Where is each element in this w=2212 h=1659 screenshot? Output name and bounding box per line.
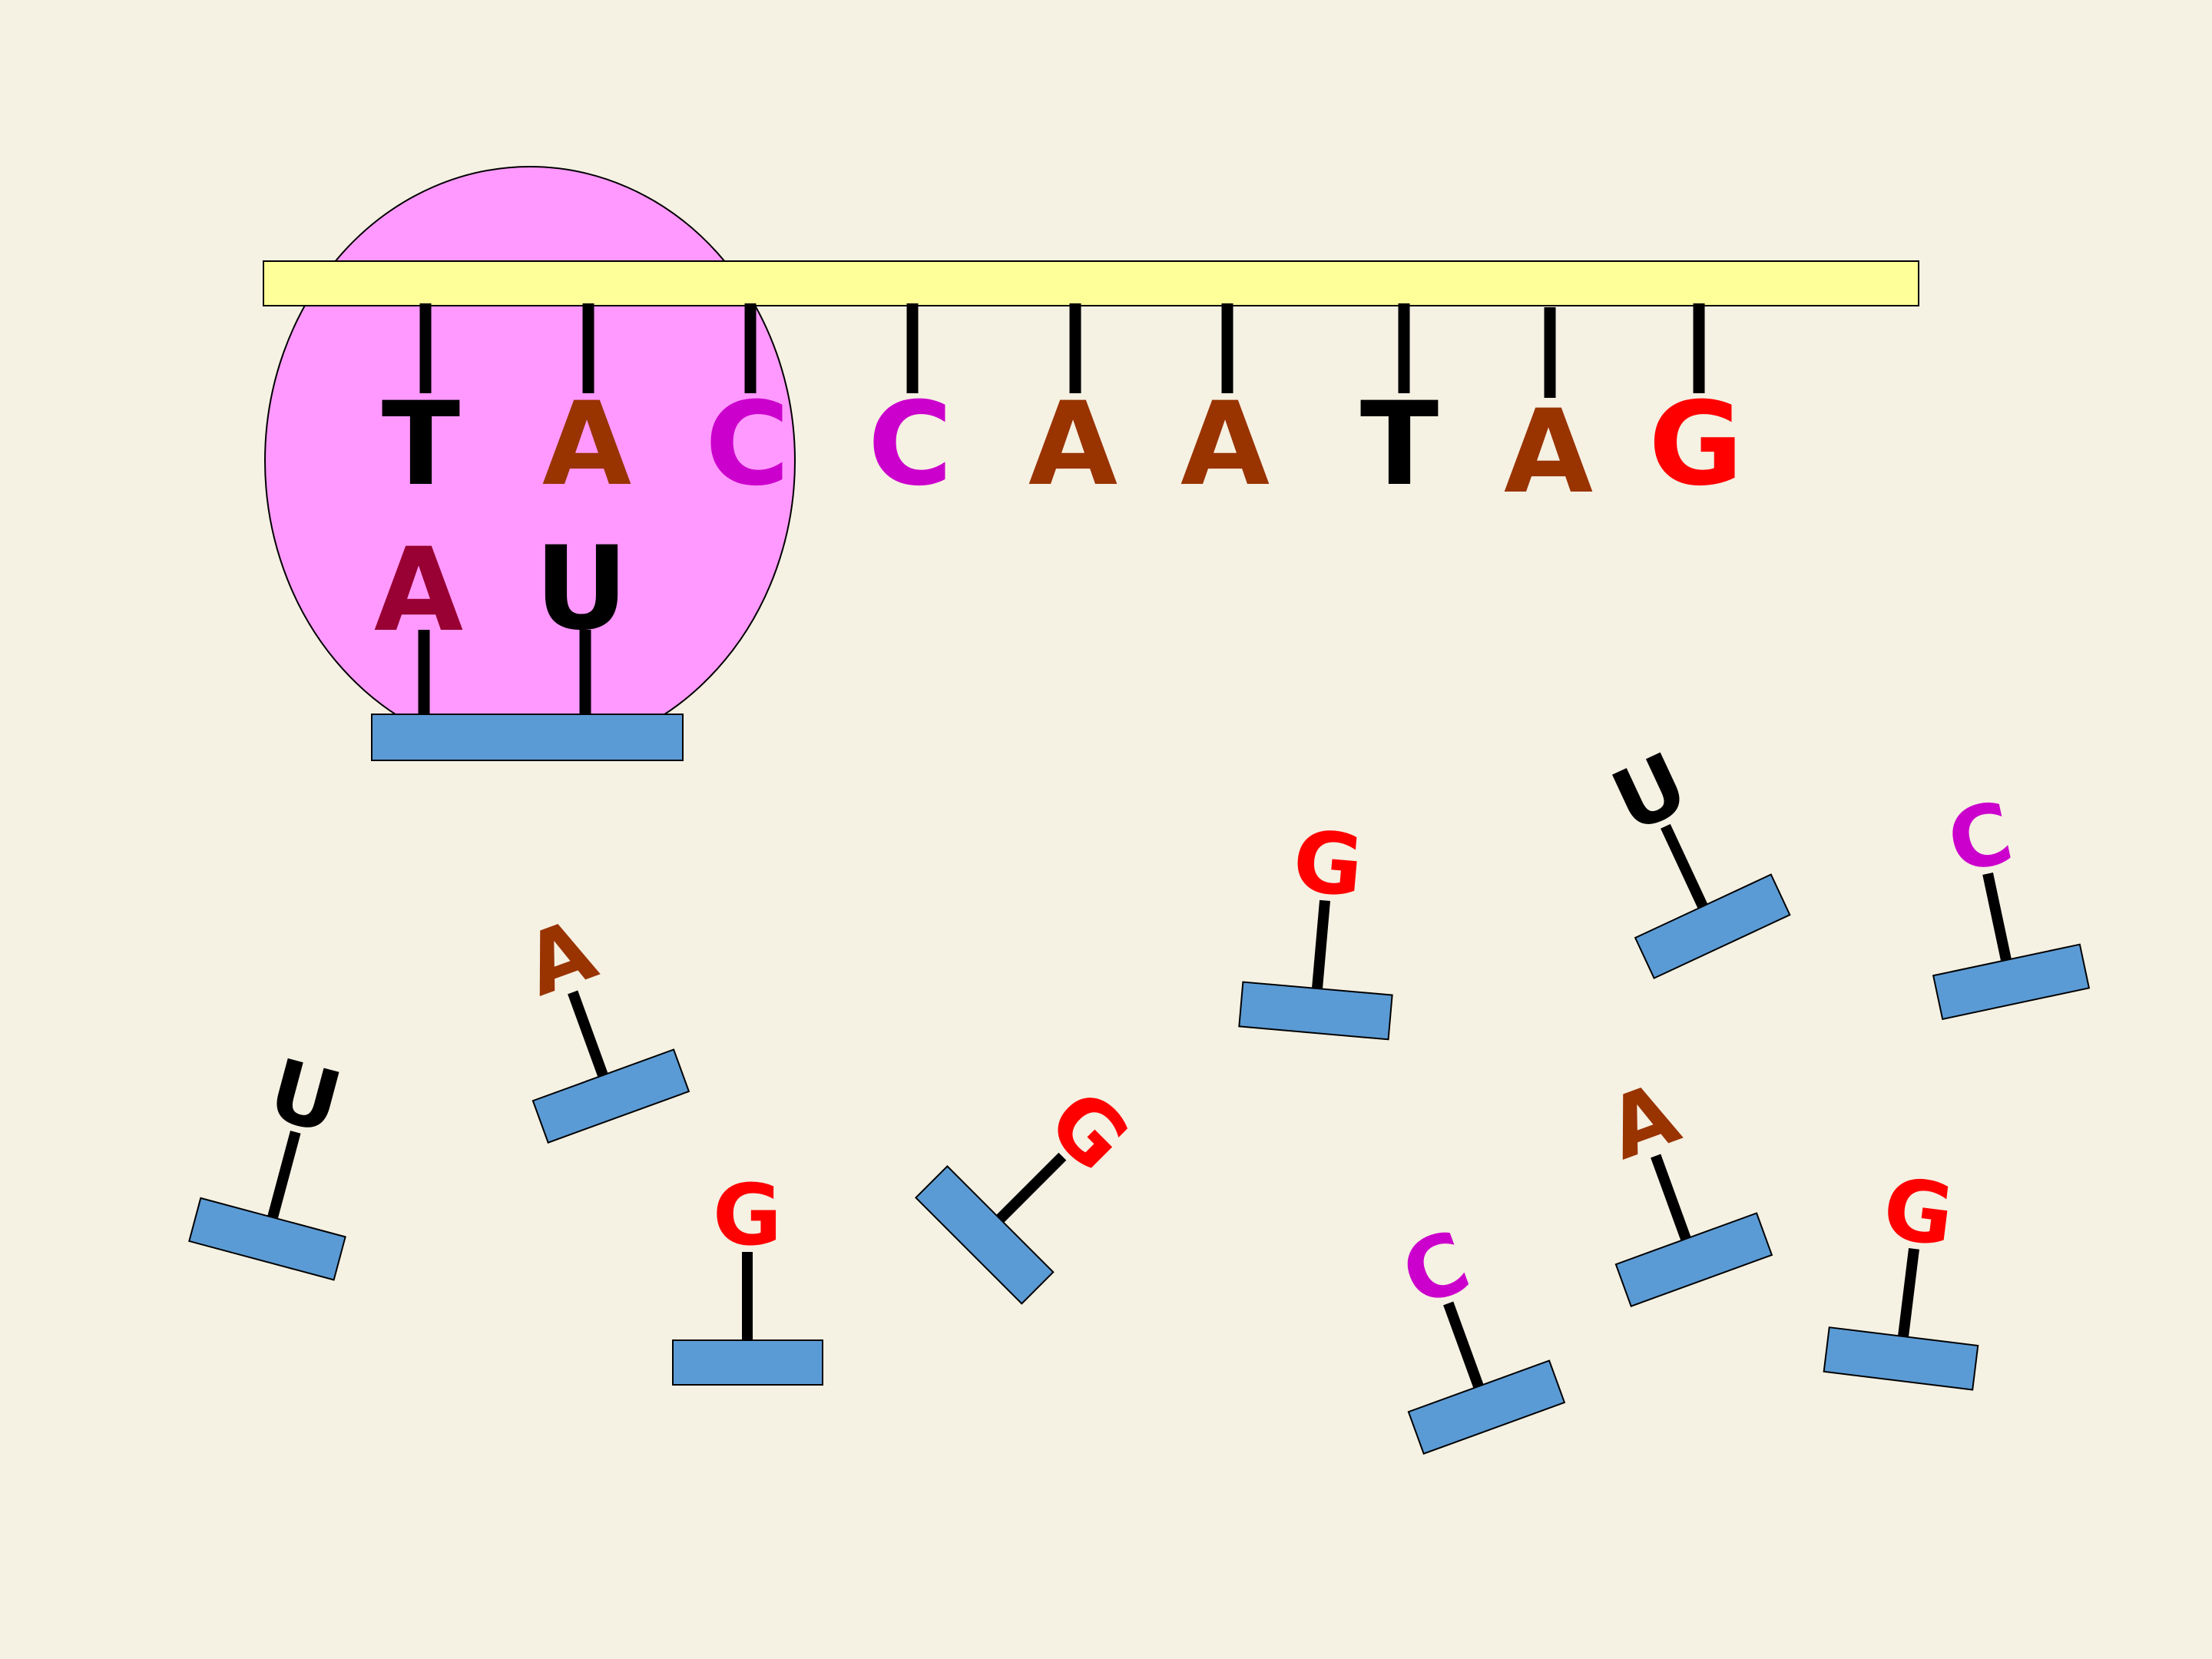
template-base-7: T	[1360, 378, 1439, 512]
free-nucleotide: C	[1389, 1212, 1566, 1455]
template-letters: T A C C A A T A G	[382, 378, 1743, 519]
sugar-block	[1614, 1212, 1773, 1307]
sugar-block	[914, 1164, 1055, 1305]
free-nucleotide: G	[672, 1166, 823, 1386]
sugar-block	[1634, 873, 1791, 979]
free-base-letter: C	[1389, 1212, 1482, 1326]
sugar-block	[531, 1048, 690, 1144]
template-base-1: T	[382, 378, 460, 512]
template-base-5: A	[1028, 378, 1118, 512]
free-nucleotides: A U G G G U	[188, 733, 2091, 1455]
template-base-8: A	[1504, 386, 1593, 519]
stem	[1982, 873, 2012, 962]
free-base-letter: U	[259, 1040, 350, 1153]
free-base-letter: U	[1598, 733, 1702, 852]
sugar-block	[188, 1197, 346, 1281]
stem	[267, 1131, 301, 1219]
template-stems	[419, 303, 1705, 398]
template-base-9: G	[1648, 378, 1743, 512]
sugar-block	[1238, 981, 1393, 1041]
free-base-letter: G	[713, 1166, 782, 1264]
free-nucleotide: U	[1598, 733, 1791, 979]
sugar-block	[1823, 1326, 1979, 1391]
sugar-block	[1932, 943, 2091, 1021]
free-nucleotide: G	[1823, 1159, 1979, 1391]
free-base-letter: A	[1595, 1064, 1690, 1178]
free-nucleotide: A	[1595, 1064, 1773, 1307]
free-nucleotide: G	[1238, 812, 1393, 1041]
free-nucleotide: G	[914, 1071, 1147, 1305]
sugar-block	[672, 1339, 823, 1386]
free-nucleotide: C	[1932, 783, 2091, 1021]
dna-backbone	[263, 260, 1919, 306]
sugar-block	[1407, 1359, 1566, 1455]
free-base-letter: G	[1878, 1159, 1959, 1265]
stem	[1651, 1154, 1691, 1241]
paired-base-1: A	[374, 524, 463, 657]
template-base-3: C	[705, 378, 790, 512]
paired-strand: A U	[371, 522, 684, 761]
free-nucleotide: A	[512, 900, 690, 1144]
stem	[1661, 823, 1708, 909]
stem	[1898, 1248, 1919, 1337]
stem	[1312, 899, 1330, 989]
free-base-letter: A	[512, 900, 608, 1015]
paired-base-2: U	[535, 522, 628, 656]
free-base-letter: C	[1939, 783, 2021, 892]
stem	[996, 1152, 1067, 1223]
template-base-6: A	[1181, 378, 1270, 512]
stem	[568, 990, 608, 1078]
stem	[1443, 1301, 1484, 1389]
template-base-2: A	[542, 378, 631, 512]
paired-sugar-block	[371, 714, 684, 761]
template-base-4: C	[868, 378, 952, 512]
free-nucleotide: U	[188, 1040, 351, 1281]
free-base-letter: G	[1290, 812, 1367, 916]
